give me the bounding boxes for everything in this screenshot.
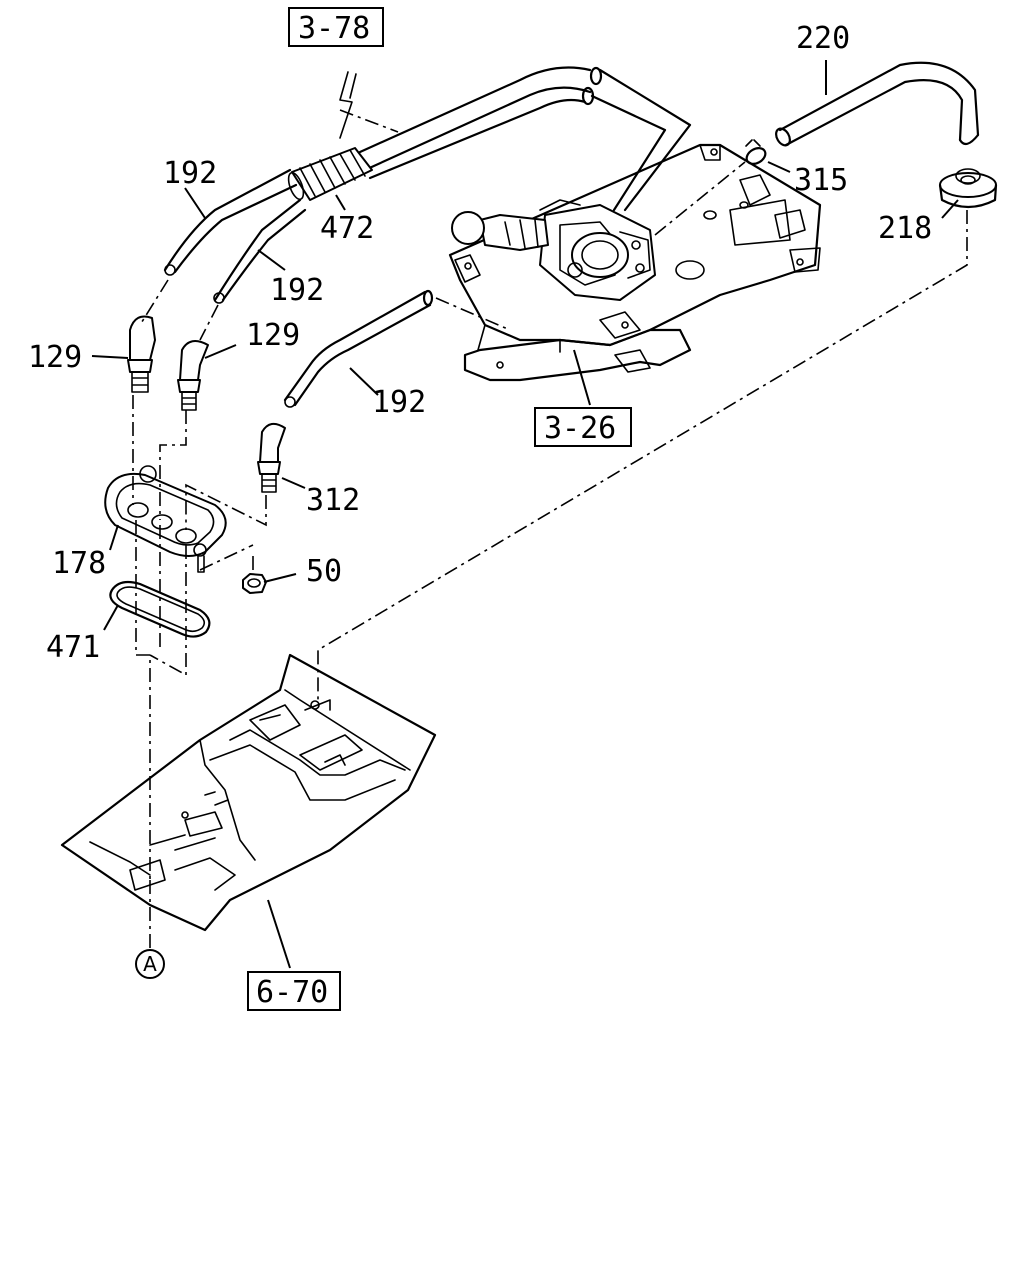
hose-pair-192: [163, 66, 692, 304]
part-labels: 220 315 218 192 192 192 472 129 129 312 …: [28, 21, 932, 665]
fitting-312: [257, 422, 286, 493]
label-312: 312: [306, 483, 360, 518]
fitting-129-right: [177, 340, 209, 411]
gasket-471: [109, 580, 211, 638]
circle-marker-text: A: [143, 952, 157, 976]
valve-bracket-assembly: [448, 143, 822, 382]
fitting-129-left: [127, 315, 156, 393]
break-symbol: [339, 71, 357, 139]
ref-6-70-text: 6-70: [256, 975, 328, 1010]
reference-box-3-26[interactable]: 3-26: [534, 407, 632, 447]
label-129-right: 129: [246, 318, 300, 353]
floor-panel: [60, 653, 437, 932]
label-472: 472: [320, 211, 374, 246]
label-178: 178: [52, 546, 106, 581]
grommet-218: [938, 168, 998, 209]
label-192-lower: 192: [372, 385, 426, 420]
label-192-middle: 192: [270, 273, 324, 308]
plate-178: [104, 465, 227, 573]
label-220: 220: [796, 21, 850, 56]
hose-192-lower: [283, 289, 434, 408]
label-192-upper: 192: [163, 156, 217, 191]
sleeve-472: [287, 147, 373, 201]
ref-3-78-text: 3-78: [298, 11, 370, 46]
label-218: 218: [878, 211, 932, 246]
circle-marker-a: A: [135, 949, 165, 979]
reference-box-6-70[interactable]: 6-70: [247, 971, 341, 1011]
nut-50: [242, 573, 267, 594]
leader-lines: [91, 60, 959, 969]
label-471: 471: [46, 630, 100, 665]
label-129-left: 129: [28, 340, 82, 375]
label-50: 50: [306, 554, 342, 589]
clip-315: [745, 139, 767, 165]
reference-box-3-78[interactable]: 3-78: [288, 7, 384, 47]
hose-220: [775, 61, 980, 147]
center-lines: [132, 109, 968, 950]
ref-3-26-text: 3-26: [544, 411, 616, 446]
label-315: 315: [794, 163, 848, 198]
